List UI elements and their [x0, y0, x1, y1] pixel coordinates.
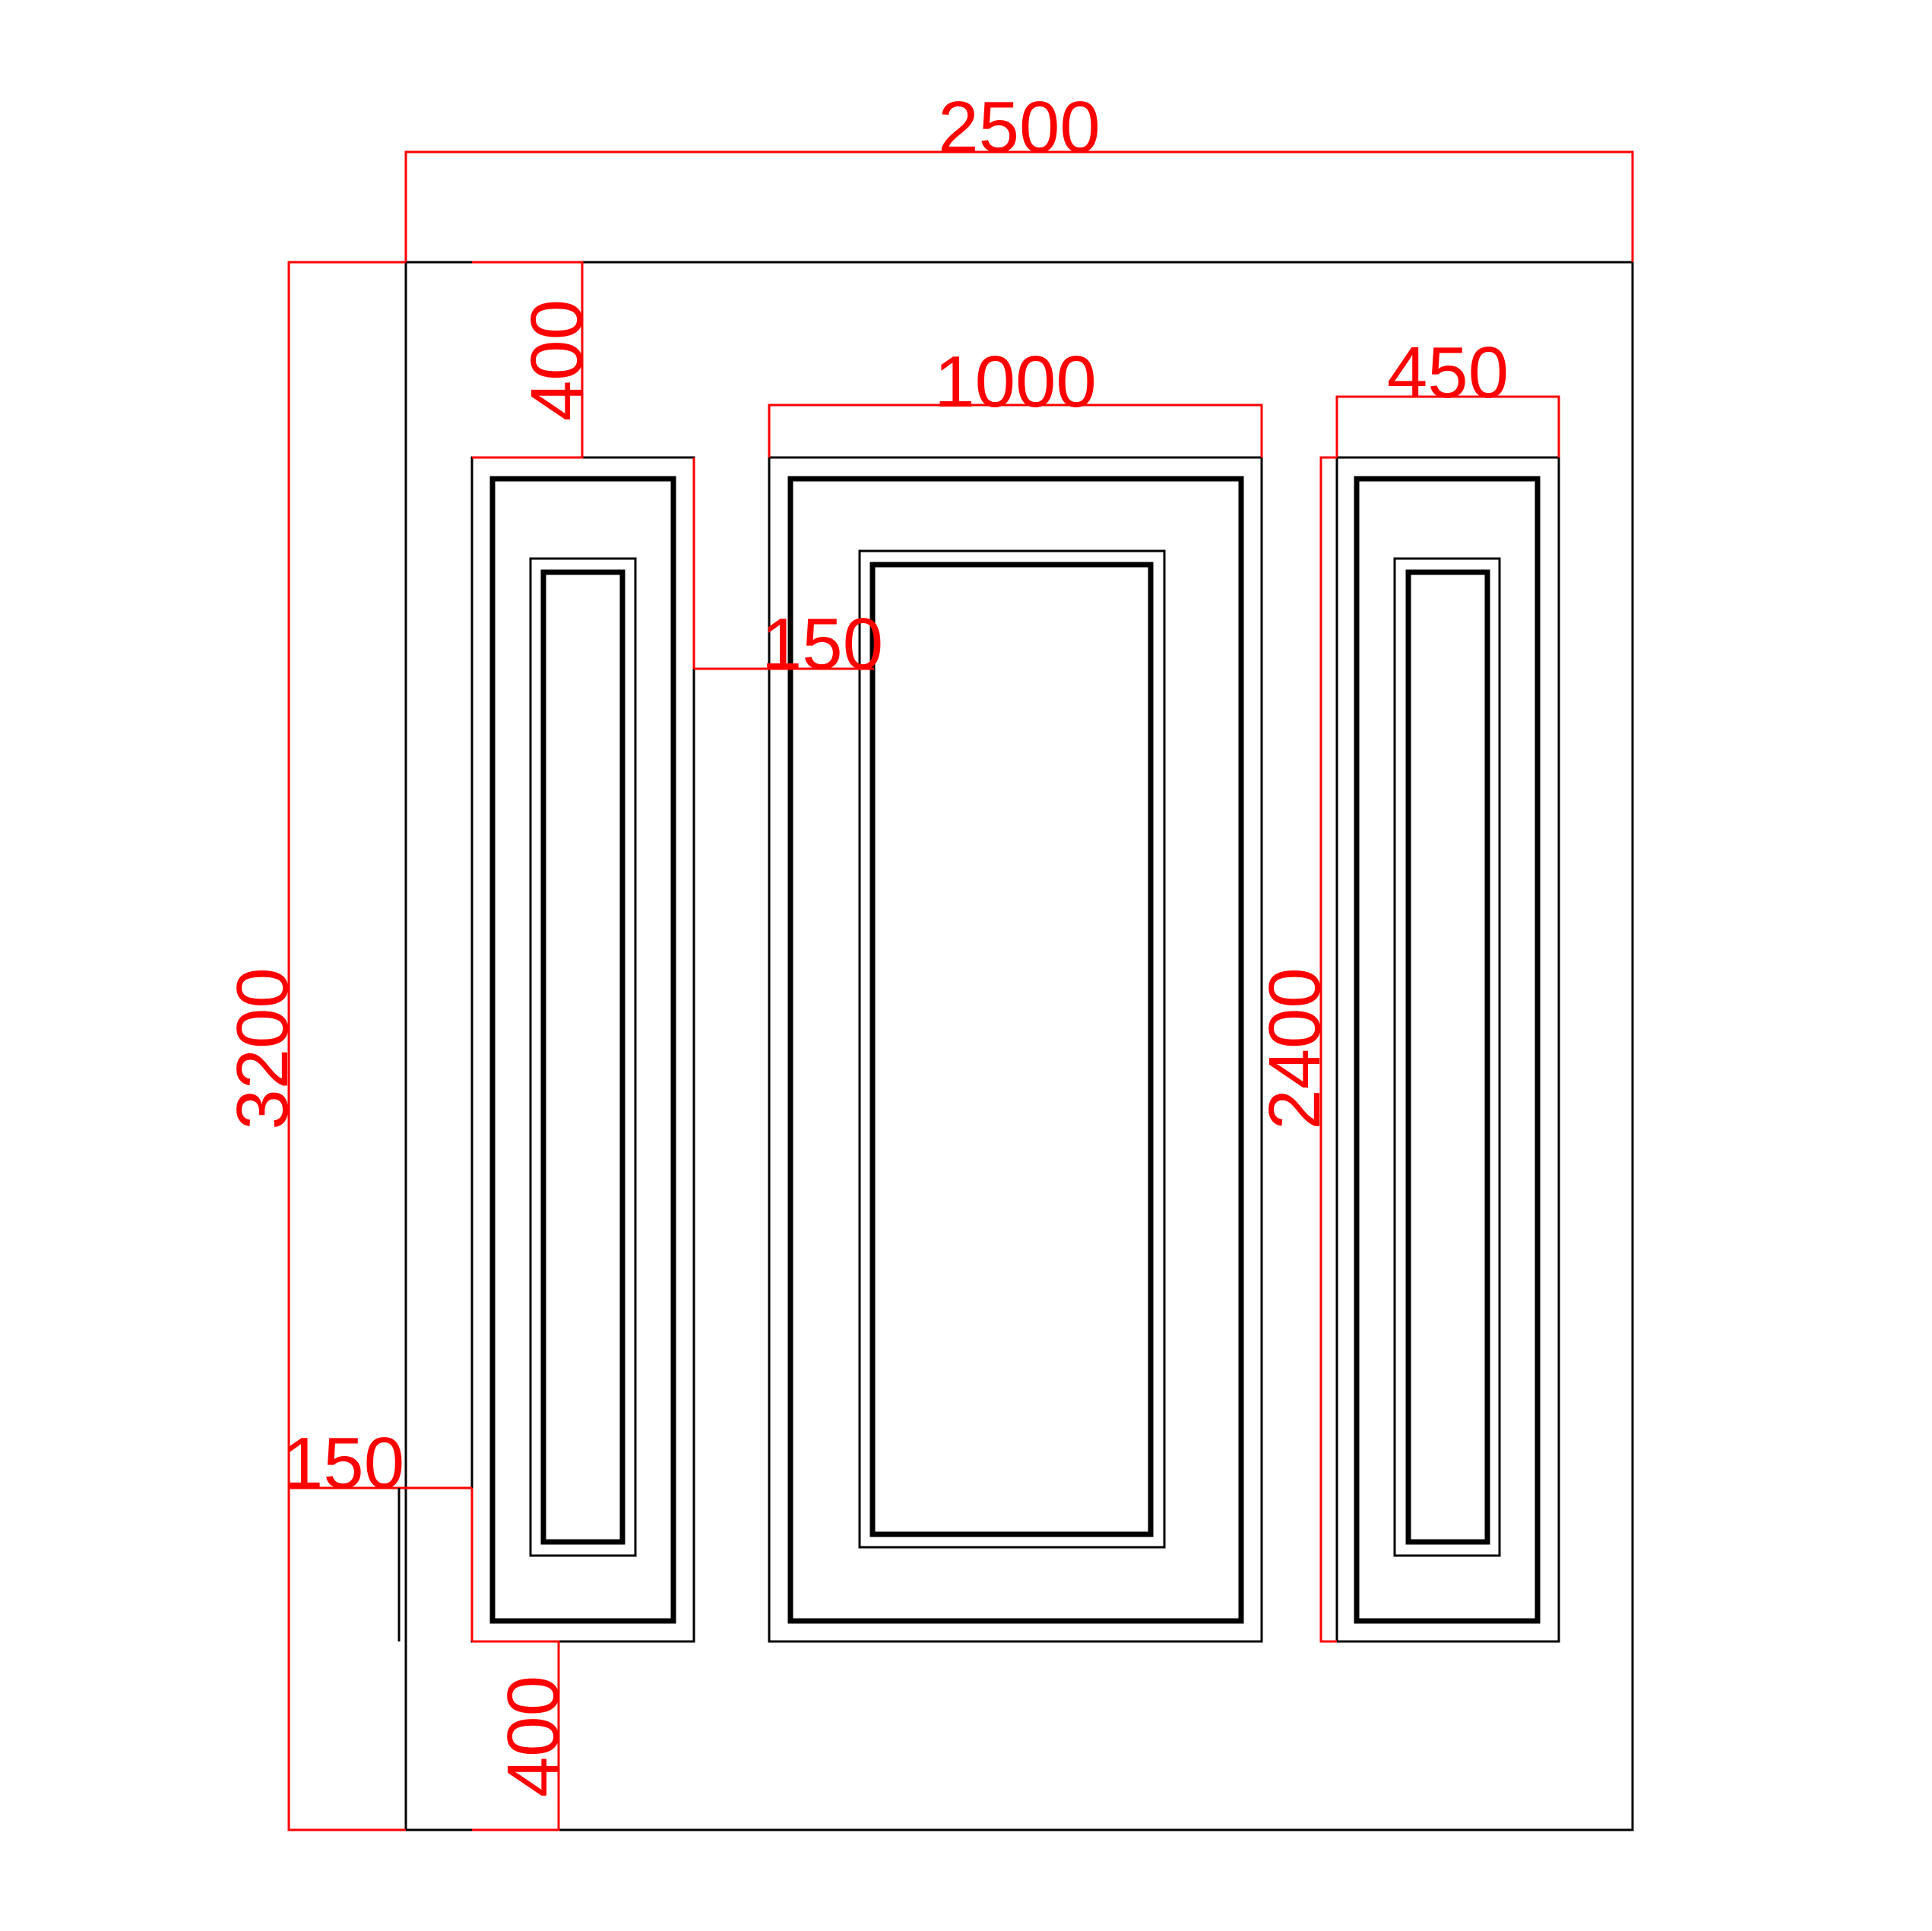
dimension-label-center-panel-width: 1000	[934, 341, 1097, 423]
center-panel-frame	[787, 476, 1244, 1624]
center-panel	[768, 456, 1263, 1643]
dimension-label-panel-height: 2400	[1254, 967, 1335, 1130]
left-panel	[470, 456, 695, 1643]
left-panel-inner-frame	[540, 569, 626, 1545]
dimension-label-top-margin: 400	[516, 299, 597, 421]
center-panel-outer	[768, 456, 1263, 1643]
center-panel-inner-frame	[869, 562, 1154, 1537]
dimension-label-overall-width: 2500	[938, 87, 1101, 168]
right-panel-outer	[1335, 456, 1560, 1643]
center-panel-inner-outline	[858, 549, 1166, 1549]
dimension-label-overall-height: 3200	[222, 967, 303, 1130]
dimension-side-margin: 150	[283, 1423, 473, 1641]
right-panel-inner-outline	[1393, 557, 1501, 1557]
dimension-center-panel-width: 1000	[768, 341, 1263, 457]
left-panel-inner-outline	[529, 557, 637, 1557]
dimension-top-margin: 400	[472, 261, 597, 459]
dimension-label-side-margin: 150	[283, 1423, 404, 1504]
dimension-label-bottom-margin: 400	[493, 1676, 574, 1797]
dimension-panel-height: 2400	[1254, 456, 1337, 1643]
dimension-label-panel-gap: 150	[762, 603, 883, 685]
dimension-label-side-panel-width: 450	[1387, 332, 1509, 413]
left-panel-outer	[470, 456, 695, 1643]
dimension-overall-width: 2500	[404, 87, 1634, 262]
right-panel-inner-frame	[1405, 569, 1490, 1545]
dimension-panel-gap: 150	[692, 457, 883, 685]
right-panel	[1335, 456, 1560, 1643]
dimension-side-panel-width: 450	[1335, 332, 1560, 457]
dimension-overall-height: 3200	[222, 261, 406, 1831]
dimension-bottom-margin: 400	[472, 1640, 574, 1831]
right-panel-frame	[1354, 476, 1541, 1624]
wall-outline	[404, 261, 1634, 1831]
left-panel-frame	[489, 476, 676, 1624]
